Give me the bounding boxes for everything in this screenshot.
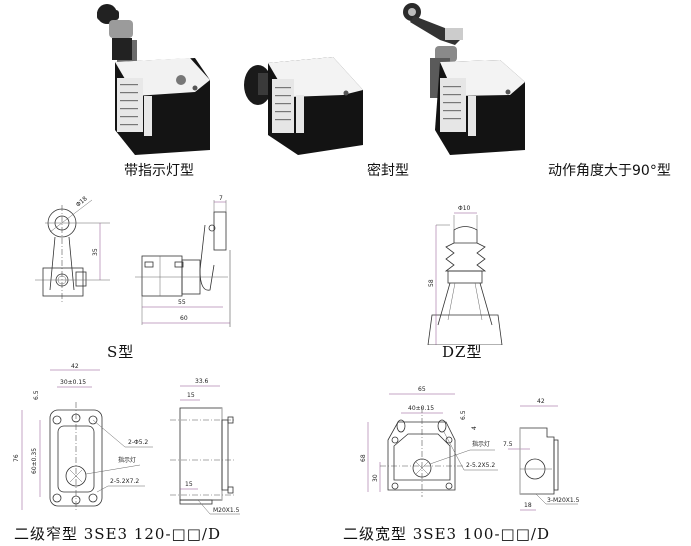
dim-wide-height: 68 <box>360 454 367 462</box>
wide-type-caption: 二级宽型 3SE3 100-□□/D <box>343 525 550 543</box>
s-type-drawing: Φ18 35 7 55 60 <box>35 195 231 327</box>
narrow-type-caption: 二级窄型 3SE3 120-□□/D <box>14 525 221 543</box>
bellows <box>444 242 487 272</box>
photo-caption-indicator: 带指示灯型 <box>124 163 194 179</box>
photo-caption-wide-angle: 动作角度大于90°型 <box>548 163 671 179</box>
label-narrow-slots: 2-5.2X7.2 <box>110 478 139 485</box>
dim-narrow-d1: 15 <box>187 392 195 399</box>
narrow-type-drawing: 42 30±0.15 6.5 76 60±0.35 2-Φ5.2 指示灯 2-5… <box>13 363 240 515</box>
photo-sealed-switch <box>244 57 363 155</box>
lever <box>199 224 215 291</box>
photo-caption-sealed: 密封型 <box>367 163 409 179</box>
side-roller <box>213 211 227 251</box>
dz-type-caption: DZ型 <box>442 343 483 361</box>
dim-wide-small: 4 <box>471 426 478 430</box>
mount-block <box>42 267 84 297</box>
wide-type-drawing: 65 40±0.15 6.5 4 68 30 指示灯 2-5.2X5.2 42 … <box>360 386 580 511</box>
label-wide-thread: 3-M20X1.5 <box>547 497 580 504</box>
dz-type-drawing: Φ10 58 <box>427 205 503 345</box>
dim-s-height: 35 <box>92 248 99 256</box>
dim-wide-hole-spacing: 40±0.15 <box>408 405 434 412</box>
dim-narrow-width: 42 <box>71 363 79 370</box>
dim-wide-width: 65 <box>418 386 426 393</box>
dim-wide-top-offset: 6.5 <box>460 410 467 420</box>
base <box>427 314 503 345</box>
dim-dz-height: 58 <box>428 279 435 287</box>
wide-front-body <box>387 421 456 491</box>
dim-narrow-height: 76 <box>13 454 20 462</box>
dim-wide-base: 18 <box>524 502 532 509</box>
dim-narrow-top-offset: 6.5 <box>33 390 40 400</box>
dim-len-55: 55 <box>178 299 186 306</box>
dim-narrow-vspacing: 60±0.35 <box>31 448 38 474</box>
label-narrow-thread: M20X1.5 <box>213 507 240 514</box>
s-type-caption: S型 <box>107 343 135 361</box>
photo-indicator-switch <box>97 4 210 155</box>
wide-side-body <box>519 427 555 495</box>
label-wide-lamp: 指示灯 <box>472 440 490 448</box>
dim-wide-side: 7.5 <box>503 441 513 448</box>
dim-top-dia: Φ10 <box>458 205 471 212</box>
photo-wide-angle-switch <box>403 3 525 155</box>
dim-len-60: 60 <box>180 315 188 322</box>
dim-roller-dia: Φ18 <box>75 195 89 208</box>
dim-wide-bottom: 30 <box>372 474 379 482</box>
dim-wide-depth: 42 <box>537 398 545 405</box>
plunger <box>453 226 478 244</box>
label-narrow-holes: 2-Φ5.2 <box>128 439 148 446</box>
dim-narrow-d2: 15 <box>185 481 193 488</box>
label-wide-slots: 2-5.2X5.2 <box>466 462 495 469</box>
dim-narrow-hole-spacing: 30±0.15 <box>60 379 86 386</box>
label-narrow-lamp: 指示灯 <box>118 456 136 464</box>
dim-narrow-depth: 33.6 <box>195 378 209 385</box>
dim-roller-width: 7 <box>219 195 223 202</box>
